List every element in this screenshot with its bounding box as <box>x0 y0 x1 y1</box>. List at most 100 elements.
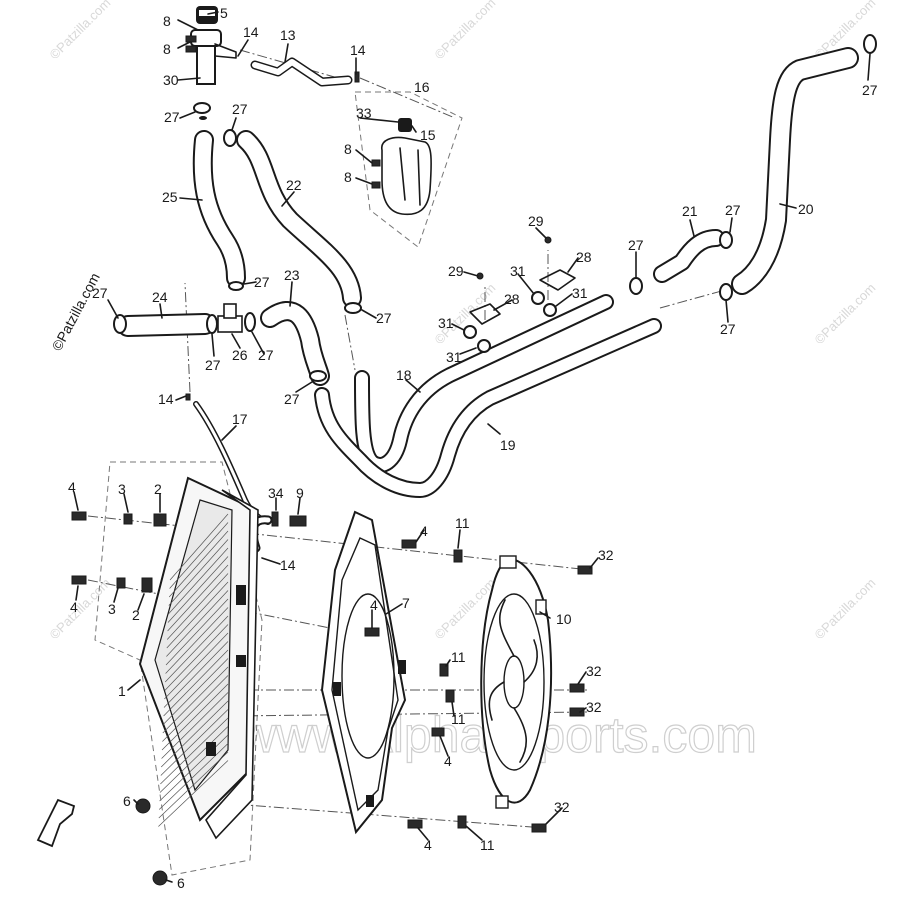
part-label-24: 24 <box>152 289 168 305</box>
part-label-26: 26 <box>232 347 248 363</box>
radiator-fin-line <box>160 700 229 768</box>
part-label-27: 27 <box>862 82 878 98</box>
filler-neck <box>190 29 237 85</box>
part-label-14: 14 <box>243 24 259 40</box>
radiator-fin-line <box>158 743 229 810</box>
part-label-9: 9 <box>296 485 304 501</box>
radiator-fin-line <box>159 734 229 802</box>
radiator-fin-line <box>161 692 229 759</box>
alignment-lines <box>87 49 726 829</box>
part-label-27: 27 <box>254 274 270 290</box>
part-label-8: 8 <box>344 169 352 185</box>
part-label-22: 22 <box>286 177 302 193</box>
part-label-10: 10 <box>556 611 572 627</box>
radiator-fin-line <box>163 641 229 708</box>
part-label-27: 27 <box>232 101 248 117</box>
radiator-fin-line <box>160 709 229 776</box>
part-label-32: 32 <box>554 799 570 815</box>
part-label-4: 4 <box>70 599 78 615</box>
part-label-4: 4 <box>444 753 452 769</box>
radiator-fin-line <box>167 556 229 623</box>
coolant-reservoir <box>381 118 432 216</box>
radiator-fin-line <box>167 564 229 632</box>
part-label-28: 28 <box>576 249 592 265</box>
radiator-fin-line <box>168 530 229 598</box>
part-label-21: 21 <box>682 203 698 219</box>
part-label-2: 2 <box>132 607 140 623</box>
part-label-32: 32 <box>598 547 614 563</box>
part-label-30: 30 <box>163 72 179 88</box>
part-label-5: 5 <box>220 5 228 21</box>
part-label-4: 4 <box>424 837 432 853</box>
radiator-fin-line <box>164 632 229 700</box>
part-label-33: 33 <box>356 105 372 121</box>
part-label-18: 18 <box>396 367 412 383</box>
part-label-32: 32 <box>586 663 602 679</box>
part-label-4: 4 <box>68 479 76 495</box>
fan-shroud <box>320 510 407 835</box>
radiator-fin-line <box>166 581 229 649</box>
watermark-patzilla: ©Patzilla.com <box>47 575 114 642</box>
watermark-patzilla: ©Patzilla.com <box>432 280 499 347</box>
part-label-19: 19 <box>500 437 516 453</box>
part-label-27: 27 <box>628 237 644 253</box>
part-label-11: 11 <box>451 711 466 727</box>
radiator-fin-line <box>162 666 229 734</box>
part-label-27: 27 <box>725 202 741 218</box>
part-label-34: 34 <box>268 485 284 501</box>
t-fitting <box>217 303 243 333</box>
radiator <box>138 476 259 840</box>
watermark-patzilla-dark: ©Patzilla.com <box>49 270 103 353</box>
radiator-fin-line <box>166 573 229 640</box>
part-number-labels: 8 5 8 30 14 13 14 27 27 16 33 15 8 8 25 … <box>68 5 878 891</box>
radiator-fin-line <box>166 590 229 657</box>
part-label-1: 1 <box>118 683 126 699</box>
radiator-fin-line <box>169 513 229 581</box>
part-label-11: 11 <box>451 649 466 665</box>
leader-lines <box>73 11 871 883</box>
part-label-23: 23 <box>284 267 300 283</box>
part-label-8: 8 <box>344 141 352 157</box>
radiator-fin-line <box>168 539 229 606</box>
part-label-14: 14 <box>350 42 366 58</box>
part-label-27: 27 <box>258 347 274 363</box>
part-label-6: 6 <box>177 875 185 891</box>
watermark-patzilla: ©Patzilla.com <box>812 280 879 347</box>
part-label-6: 6 <box>123 793 131 809</box>
part-label-31: 31 <box>572 285 588 301</box>
part-label-7: 7 <box>402 595 410 611</box>
watermark-patzilla: ©Patzilla.com <box>432 0 499 62</box>
watermark-patzilla: ©Patzilla.com <box>812 575 879 642</box>
radiator-group-box <box>94 461 263 876</box>
cooling-fan <box>480 555 553 809</box>
radiator-fin-line <box>162 658 229 725</box>
radiator-fin-line <box>159 726 229 793</box>
part-label-27: 27 <box>376 310 392 326</box>
part-label-2: 2 <box>154 481 162 497</box>
front-direction-arrow <box>36 798 76 848</box>
part-label-8: 8 <box>163 41 171 57</box>
radiator-fin-line <box>165 598 229 666</box>
reservoir-group-box <box>354 91 463 248</box>
part-label-8: 8 <box>163 13 171 29</box>
radiator-fin-line <box>160 717 229 785</box>
fasteners <box>71 35 593 886</box>
part-label-32: 32 <box>586 699 602 715</box>
part-label-13: 13 <box>280 27 296 43</box>
radiator-fin-line <box>163 649 229 717</box>
part-label-4: 4 <box>420 523 428 539</box>
radiator-fin-line <box>158 751 229 819</box>
hose-brackets <box>469 269 576 325</box>
part-label-27: 27 <box>284 391 300 407</box>
part-label-31: 31 <box>510 263 526 279</box>
part-label-29: 29 <box>528 213 544 229</box>
part-label-31: 31 <box>446 349 462 365</box>
part-label-27: 27 <box>720 321 736 337</box>
hose-clamps <box>113 34 877 382</box>
part-label-27: 27 <box>205 357 221 373</box>
part-label-25: 25 <box>162 189 178 205</box>
part-label-27: 27 <box>92 285 108 301</box>
radiator-fin-line <box>164 615 229 683</box>
part-label-11: 11 <box>455 515 470 531</box>
